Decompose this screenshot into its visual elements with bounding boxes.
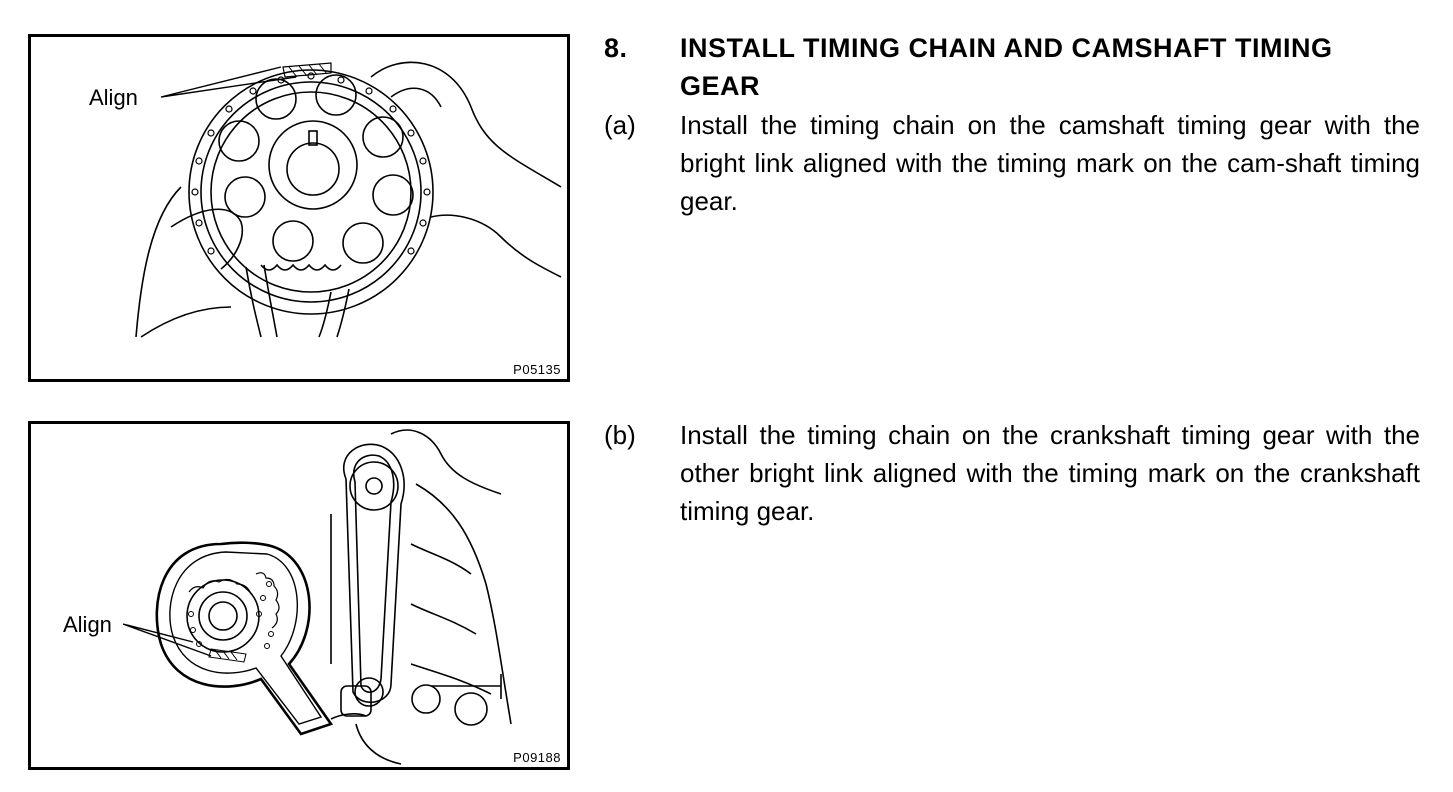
step-number: 8.: [604, 33, 628, 63]
substep-text: Install the timing chain on the camshaft…: [680, 110, 1420, 216]
align-callout-label: Align: [63, 612, 112, 637]
substep-marker: (a): [604, 110, 636, 140]
step-title: INSTALL TIMING CHAIN AND CAMSHAFT TIMING…: [680, 33, 1333, 101]
align-callout-label: Align: [89, 85, 138, 110]
camshaft-gear-drawing: [135, 61, 562, 338]
crankshaft-gear-illustration: Align P09188: [28, 421, 570, 770]
substep-text: Install the timing chain on the cranksha…: [680, 420, 1420, 526]
camshaft-gear-illustration: Align P05135: [28, 34, 570, 382]
figure-code: P09188: [513, 750, 561, 765]
figure-code: P05135: [513, 362, 561, 377]
crankshaft-gear-drawing: [122, 429, 512, 765]
substep-marker: (b): [604, 420, 636, 450]
